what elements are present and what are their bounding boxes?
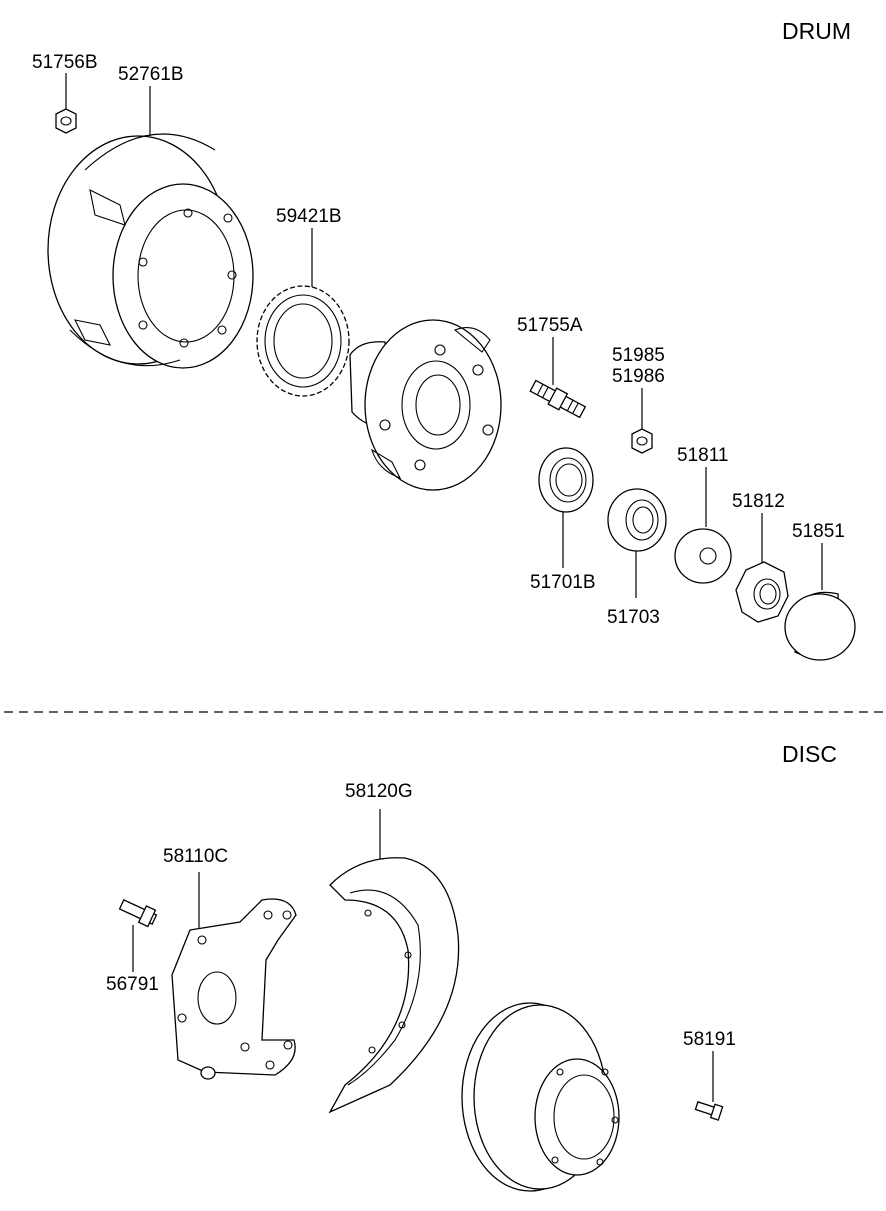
section-title-drum: DRUM (782, 18, 851, 44)
part-58120G-dust-shield[interactable]: 58120G (328, 781, 460, 1114)
label-58120G: 58120G (345, 781, 413, 802)
part-51755A-stud[interactable]: 51755A (517, 315, 587, 420)
label-51756B: 51756B (32, 52, 98, 73)
part-51756B-nut[interactable]: 51756B (32, 52, 98, 134)
part-51812-castle-nut[interactable]: 51812 (732, 491, 789, 623)
label-51985: 51985 (612, 345, 665, 366)
part-51701B-bearing[interactable]: 51701B (530, 447, 596, 593)
part-56791-bolt[interactable]: 56791 (106, 896, 159, 995)
part-58191-screw[interactable]: 58191 (683, 1029, 736, 1121)
label-56791: 56791 (106, 974, 159, 995)
part-51703-bearing[interactable]: 51703 (607, 488, 667, 628)
part-51811-washer[interactable]: 51811 (674, 445, 732, 584)
label-51811: 51811 (677, 445, 728, 466)
section-title-disc: DISC (782, 741, 837, 767)
part-51851-hub-cap[interactable]: 51851 (784, 521, 856, 661)
label-58110C: 58110C (163, 846, 228, 867)
label-51701B: 51701B (530, 572, 596, 593)
label-52761B: 52761B (118, 64, 184, 85)
label-51812: 51812 (732, 491, 785, 512)
part-52761B-brake-drum[interactable]: 52761B (47, 64, 254, 369)
part-51985-51986-nut[interactable]: 51985 51986 (612, 345, 665, 454)
label-58191: 58191 (683, 1029, 736, 1050)
part-59421B-tone-ring[interactable]: 59421B (256, 206, 350, 397)
label-51755A: 51755A (517, 315, 583, 336)
label-59421B: 59421B (276, 206, 342, 227)
label-51986: 51986 (612, 366, 665, 387)
part-58110C-knuckle[interactable]: 58110C (163, 846, 297, 1080)
wheel-hub (349, 319, 502, 491)
label-51703: 51703 (607, 607, 660, 628)
label-51851: 51851 (792, 521, 845, 542)
brake-disc (461, 1002, 620, 1192)
